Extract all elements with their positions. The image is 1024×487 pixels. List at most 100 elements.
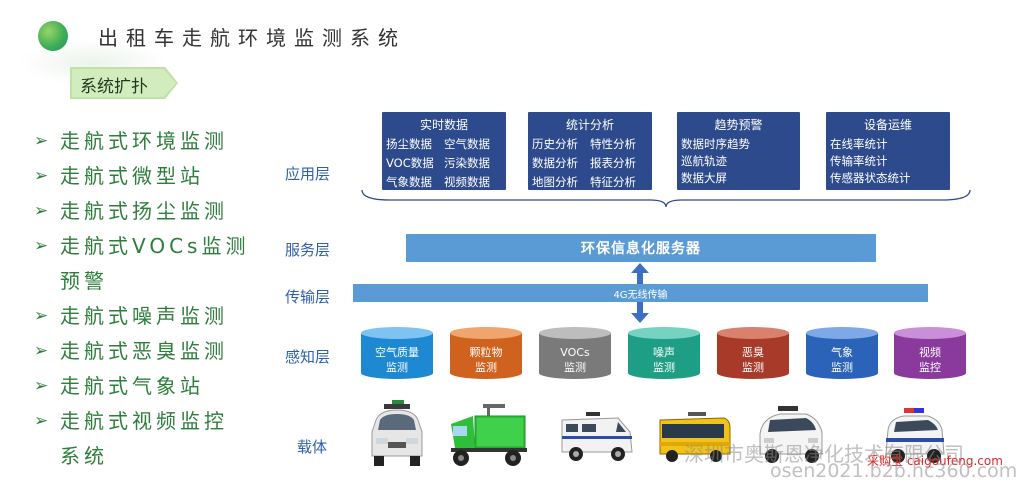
app-item: 在线率统计: [830, 137, 888, 151]
app-item: VOC数据: [386, 156, 434, 170]
arrow-right-icon: ➢: [34, 236, 53, 256]
arrow-right-icon: ➢: [34, 341, 53, 361]
sensor-cylinder: 视频监控: [894, 327, 966, 383]
app-item: 传感器状态统计: [830, 171, 911, 185]
app-item: 气象数据: [386, 175, 432, 189]
arrow-right-icon: ➢: [34, 306, 53, 326]
cylinder-label-line: 噪声: [653, 346, 675, 359]
watermark-site: osen2021.b2b.hc360.com: [770, 460, 1018, 482]
app-box-list: 在线率统计 传输率统计 传感器状态统计: [830, 136, 946, 187]
cylinder-label-line: 监测: [653, 361, 675, 374]
app-item: 数据时序趋势: [681, 137, 750, 151]
suv-icon: [759, 406, 823, 463]
cylinder-body: [450, 333, 522, 379]
feature-label: 走航式噪声监测: [60, 304, 228, 328]
app-item: 扬尘数据: [386, 137, 432, 151]
layer-label-carrier: 载体: [297, 438, 328, 456]
app-box-trend: 趋势预警 数据时序趋势 巡航轨迹 数据大屏: [677, 112, 800, 190]
cylinder-label: 空气质量监测: [361, 345, 433, 375]
cylinder-body: [717, 333, 789, 379]
layer-label-transport: 传输层: [285, 288, 331, 306]
cylinder-label-line: 颗粒物: [469, 346, 503, 359]
feature-item: ➢ 走航式视频监控系统: [34, 404, 249, 474]
app-item: 特性分析: [590, 137, 636, 151]
arrow-right-icon: ➢: [34, 201, 53, 221]
cylinder-label: 恶臭监测: [717, 345, 789, 375]
cylinder-label-line: 监测: [831, 361, 853, 374]
app-box-list: 数据时序趋势 巡航轨迹 数据大屏: [681, 136, 796, 187]
van-icon: [561, 412, 633, 461]
feature-label: 走航式视频监控系统: [60, 409, 228, 468]
app-box-grid: 历史分析 特性分析 数据分析 报表分析 地图分析 特征分析: [532, 136, 648, 191]
cylinder-body: [806, 333, 878, 379]
cylinder-label-line: 气象: [831, 346, 853, 359]
logo-dot-icon: [38, 21, 68, 51]
app-box-statistics: 统计分析 历史分析 特性分析 数据分析 报表分析 地图分析 特征分析: [528, 112, 652, 190]
feature-item: ➢走航式微型站: [34, 159, 294, 194]
page-title: 出租车走航环境监测系统: [98, 26, 406, 50]
feature-item: ➢ 走航式噪声监测: [34, 299, 294, 334]
app-item: 巡航轨迹: [681, 154, 727, 168]
cylinder-label-line: 视频: [919, 346, 941, 359]
sensor-cylinder: 颗粒物监测: [450, 327, 522, 383]
app-box-title: 实时数据: [419, 118, 468, 132]
feature-item: ➢ 走航式环境监测: [34, 124, 294, 159]
cylinder-label-line: 监测: [742, 361, 764, 374]
cylinder-top: [539, 327, 611, 339]
app-item: 数据分析: [532, 156, 578, 170]
feature-label: 走航式环境监测: [60, 129, 228, 153]
feature-list: ➢ 走航式环境监测 ➢走航式微型站 ➢ 走航式扬尘监测 ➢ 走航式VOCs监测预警 ➢…: [34, 124, 294, 474]
brace-connector: [361, 189, 971, 208]
layer-label-service: 服务层: [285, 241, 331, 259]
app-box-title: 统计分析: [565, 118, 614, 132]
app-box-realtime: 实时数据 扬尘数据 空气数据 VOC数据 污染数据 气象数据 视频数据: [382, 112, 506, 190]
cylinder-label-line: 恶臭: [742, 346, 764, 359]
arrow-right-icon: ➢: [34, 411, 53, 431]
cylinder-label: 噪声监测: [628, 345, 700, 375]
feature-item: ➢ 走航式恶臭监测: [34, 334, 294, 369]
app-item: 污染数据: [444, 156, 490, 170]
bus-icon: [659, 412, 731, 462]
cylinder-top: [450, 327, 522, 339]
app-box-grid: 扬尘数据 空气数据 VOC数据 污染数据 气象数据 视频数据: [386, 136, 502, 191]
police-car-icon: [885, 408, 945, 463]
layer-label-app: 应用层: [285, 165, 331, 183]
sensor-cylinder: 空气质量监测: [361, 327, 433, 383]
transport-bar: 4G无线传输: [353, 284, 928, 302]
tricycle-icon: [451, 404, 527, 466]
cylinder-label: 视频监控: [894, 345, 966, 375]
feature-label: 走航式扬尘监测: [60, 199, 228, 223]
layer-label-sensing: 感知层: [285, 348, 331, 366]
cylinder-body: [894, 333, 966, 379]
cylinder-body: [539, 333, 611, 379]
cylinder-label: 颗粒物监测: [450, 345, 522, 375]
app-item: 特征分析: [590, 175, 636, 189]
cylinder-label-line: 监测: [475, 361, 497, 374]
cylinder-label: 气象监测: [806, 345, 878, 375]
app-box-maintenance: 设备运维 在线率统计 传输率统计 传感器状态统计: [826, 112, 950, 190]
feature-label: 走航式气象站: [60, 374, 204, 398]
sensor-cylinder: 噪声监测: [628, 327, 700, 383]
cylinder-label-line: 空气质量: [375, 346, 419, 359]
cylinder-label-line: 监测: [386, 361, 408, 374]
feature-item: ➢ 走航式气象站: [34, 369, 294, 404]
feature-item: ➢ 走航式扬尘监测: [34, 194, 294, 229]
sensor-cylinder: 恶臭监测: [717, 327, 789, 383]
app-item: 视频数据: [444, 175, 490, 189]
arrow-right-icon: ➢: [34, 131, 53, 151]
app-item: 地图分析: [532, 175, 578, 189]
cylinder-top: [894, 327, 966, 339]
arrow-right-icon: ➢: [34, 376, 53, 396]
app-item: 空气数据: [444, 137, 490, 151]
feature-label: 走航式VOCs监测预警: [60, 234, 250, 293]
topology-badge-label: 系统扩扑: [80, 77, 148, 97]
cylinder-body: [628, 333, 700, 379]
cylinder-top: [628, 327, 700, 339]
feature-label: 走航式恶臭监测: [60, 339, 228, 363]
cylinder-top: [717, 327, 789, 339]
cylinder-label-line: VOCs: [560, 346, 590, 359]
taxi-sedan-icon: [371, 400, 423, 466]
app-box-title: 设备运维: [863, 118, 912, 132]
app-item: 数据大屏: [681, 171, 727, 185]
